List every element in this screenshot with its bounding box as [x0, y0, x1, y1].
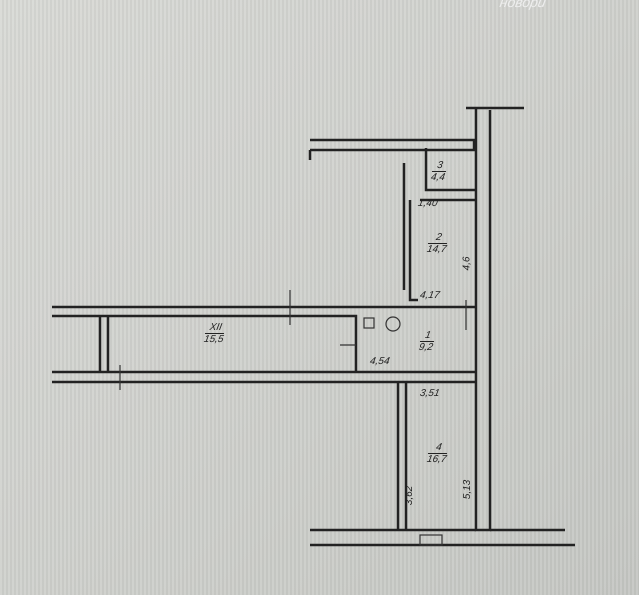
dimension: 3,51: [419, 388, 441, 399]
wall-corridor: [52, 305, 476, 372]
dimension: 4,54: [369, 356, 391, 367]
wall-right: [474, 108, 492, 532]
dimension: 5,13: [462, 479, 474, 500]
dimension: 4,17: [419, 290, 441, 301]
dimension: 4,6: [461, 256, 473, 271]
dimension: 1,40: [417, 198, 439, 209]
dimension: 3,62: [404, 485, 416, 506]
wall-room4: [396, 382, 408, 530]
wall-upper: [310, 138, 476, 152]
